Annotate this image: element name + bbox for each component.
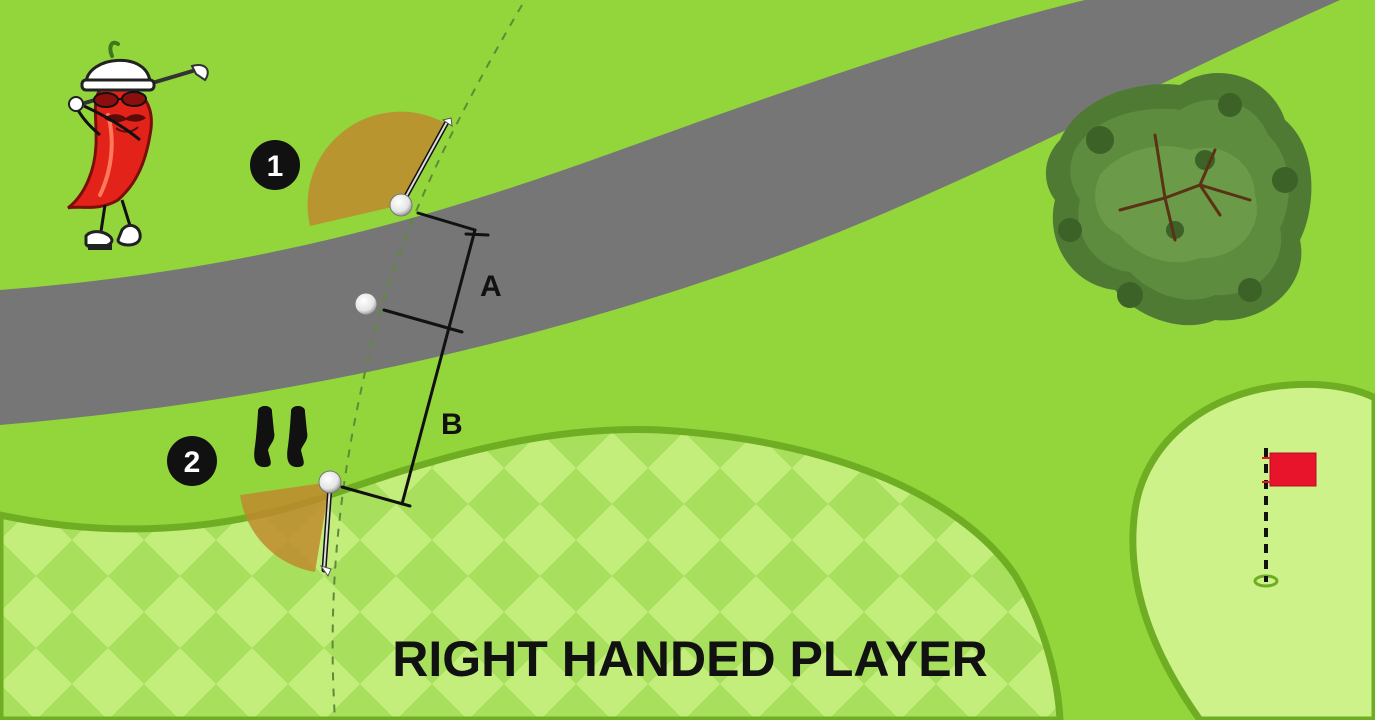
drop-marker-2-label: 2	[184, 446, 201, 479]
reference-arc	[331, 4, 523, 720]
flag-pin-icon	[1253, 448, 1317, 588]
tree-icon	[1045, 72, 1312, 326]
drop-zone-1	[307, 111, 445, 226]
putting-green	[1129, 380, 1375, 720]
rough-area	[0, 426, 1064, 720]
golf-ball-icon	[389, 193, 413, 217]
footprints-icon	[254, 406, 308, 468]
golf-club-icon	[401, 117, 453, 203]
golf-club-icon	[319, 483, 333, 578]
drop-zone-2	[240, 482, 330, 572]
drop-marker-2: 2	[167, 436, 217, 486]
measurement-lines	[340, 211, 490, 508]
chili-pepper-golfer-icon	[67, 40, 209, 250]
golf-ball-icon	[354, 292, 378, 316]
golf-ball-icon	[318, 470, 342, 494]
distance-label-b: B	[441, 408, 463, 441]
drop-marker-1: 1	[250, 140, 300, 190]
diagram-title: RIGHT HANDED PLAYER	[392, 631, 987, 687]
cart-path	[0, 0, 1340, 425]
drop-marker-1-label: 1	[267, 150, 284, 183]
distance-label-a: A	[480, 270, 502, 303]
